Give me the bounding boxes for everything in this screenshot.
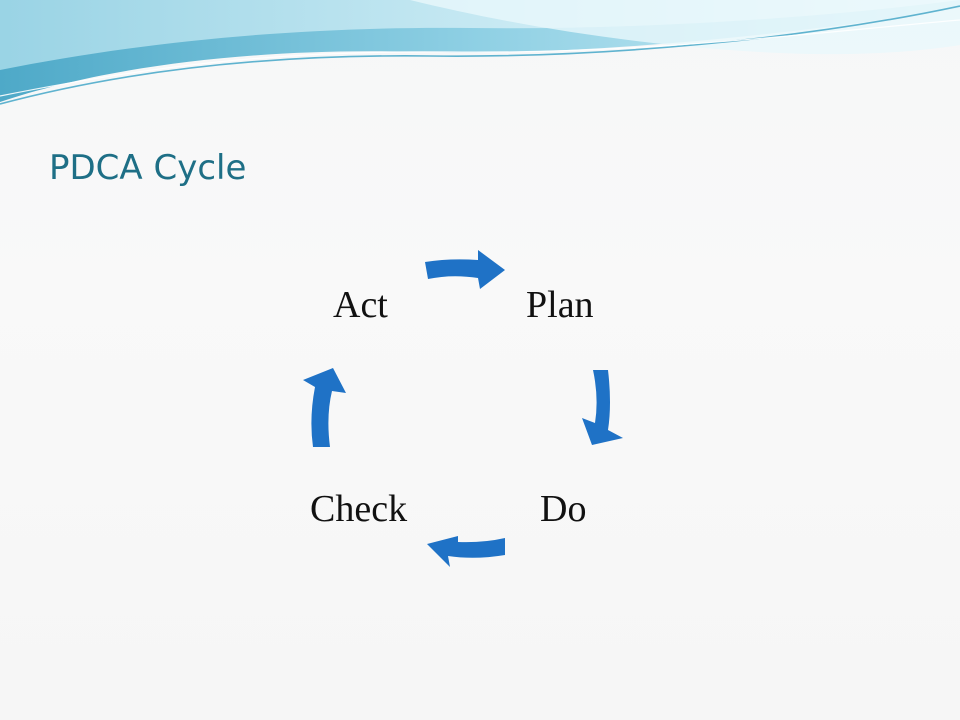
header-swoosh (0, 0, 960, 105)
arrow-check-to-act-icon (303, 368, 346, 447)
slide-title: PDCA Cycle (49, 148, 247, 188)
step-check-label: Check (310, 488, 408, 530)
step-do-label: Do (540, 488, 587, 530)
arrow-do-to-check-icon (427, 536, 505, 567)
arrow-plan-to-do-icon (582, 370, 623, 445)
step-plan-label: Plan (526, 284, 594, 326)
step-act-label: Act (333, 284, 388, 326)
arrow-act-to-plan-icon (425, 250, 505, 289)
